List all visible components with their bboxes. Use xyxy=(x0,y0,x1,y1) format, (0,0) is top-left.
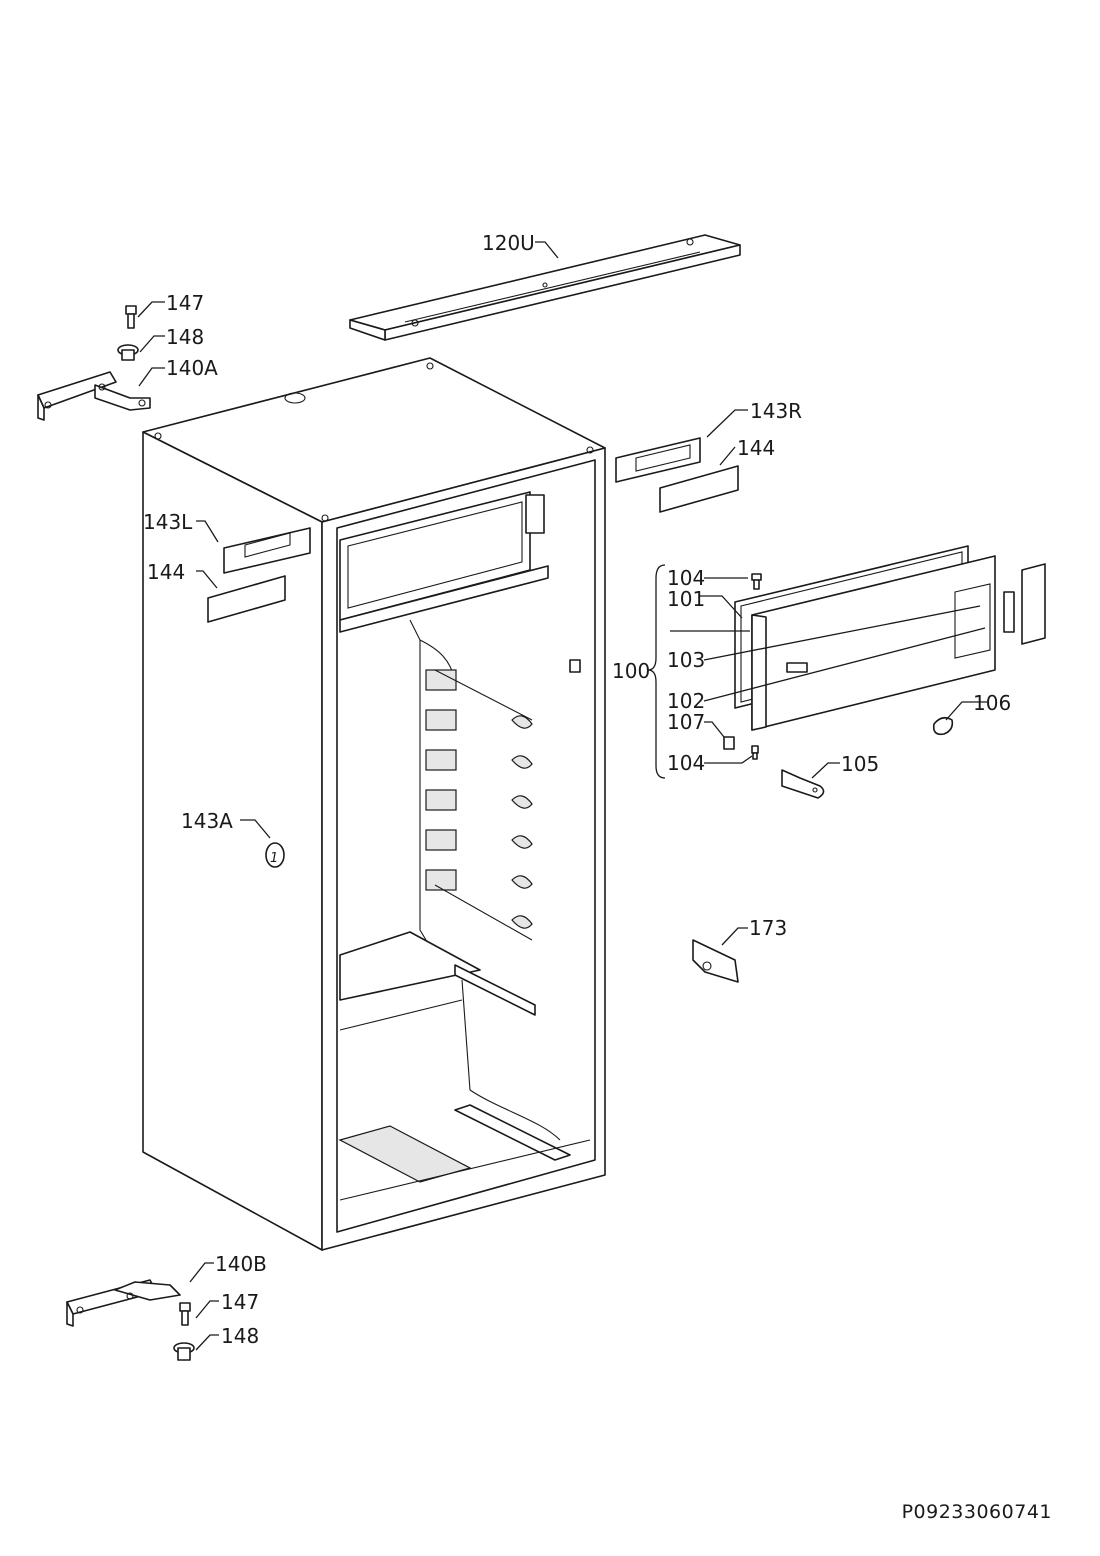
callout-147-top: 147 xyxy=(166,291,204,315)
door-hinge-pin-105 xyxy=(781,769,825,799)
callout-105: 105 xyxy=(841,752,879,776)
callout-144-left: 144 xyxy=(147,560,185,584)
document-number: P09233060741 xyxy=(901,1501,1052,1523)
badge-number: 1 xyxy=(270,851,278,866)
refrigerator-cabinet xyxy=(142,357,606,1251)
callout-143a: 143A xyxy=(181,809,233,833)
callout-147-bottom: 147 xyxy=(221,1290,259,1314)
lower-hinge-screw-147 xyxy=(179,1302,191,1326)
callout-143l: 143L xyxy=(143,510,193,534)
callout-148-bottom: 148 xyxy=(221,1324,259,1348)
side-insert-144-left xyxy=(207,575,286,623)
callout-120u: 120U xyxy=(482,231,535,255)
upper-hinge-screw-147 xyxy=(125,305,137,329)
callout-148-top: 148 xyxy=(166,325,204,349)
lower-hinge-140b xyxy=(66,1279,181,1327)
callout-104-top: 104 xyxy=(667,566,705,590)
door-screw-104-top xyxy=(751,573,762,590)
shelf-rails-right xyxy=(511,715,533,929)
callout-107: 107 xyxy=(667,710,705,734)
door-knob-106 xyxy=(932,716,954,736)
callout-106: 106 xyxy=(973,691,1011,715)
side-cover-143l xyxy=(223,527,311,574)
callout-104-bottom: 104 xyxy=(667,751,705,775)
side-insert-144-right xyxy=(659,465,739,513)
upper-hinge-bushing-148 xyxy=(117,344,139,361)
callout-labels: 120U 147 148 140A 143R 144 143L 144 104 … xyxy=(143,231,1011,1348)
callout-140b: 140B xyxy=(215,1252,267,1276)
callout-140a: 140A xyxy=(166,356,218,380)
callout-101: 101 xyxy=(667,587,705,611)
side-cover-143r xyxy=(615,437,701,483)
leader-lines xyxy=(137,241,987,1351)
callout-102: 102 xyxy=(667,689,705,713)
upper-hinge-140a xyxy=(37,371,151,421)
door-screw-104-bottom xyxy=(751,745,759,760)
freezer-door-assembly-100 xyxy=(734,545,1046,731)
callout-173: 173 xyxy=(749,916,787,940)
door-clip-107 xyxy=(723,736,735,750)
callout-103: 103 xyxy=(667,648,705,672)
lower-hinge-bushing-148 xyxy=(173,1342,195,1361)
callout-143r: 143R xyxy=(750,399,802,423)
callout-144-right: 144 xyxy=(737,436,775,460)
rating-badge-143a: 1 xyxy=(265,842,285,868)
top-rail-120u xyxy=(349,234,741,341)
shelf-rails-left xyxy=(425,669,457,891)
callout-100: 100 xyxy=(612,659,650,683)
door-handle-173 xyxy=(692,939,739,983)
